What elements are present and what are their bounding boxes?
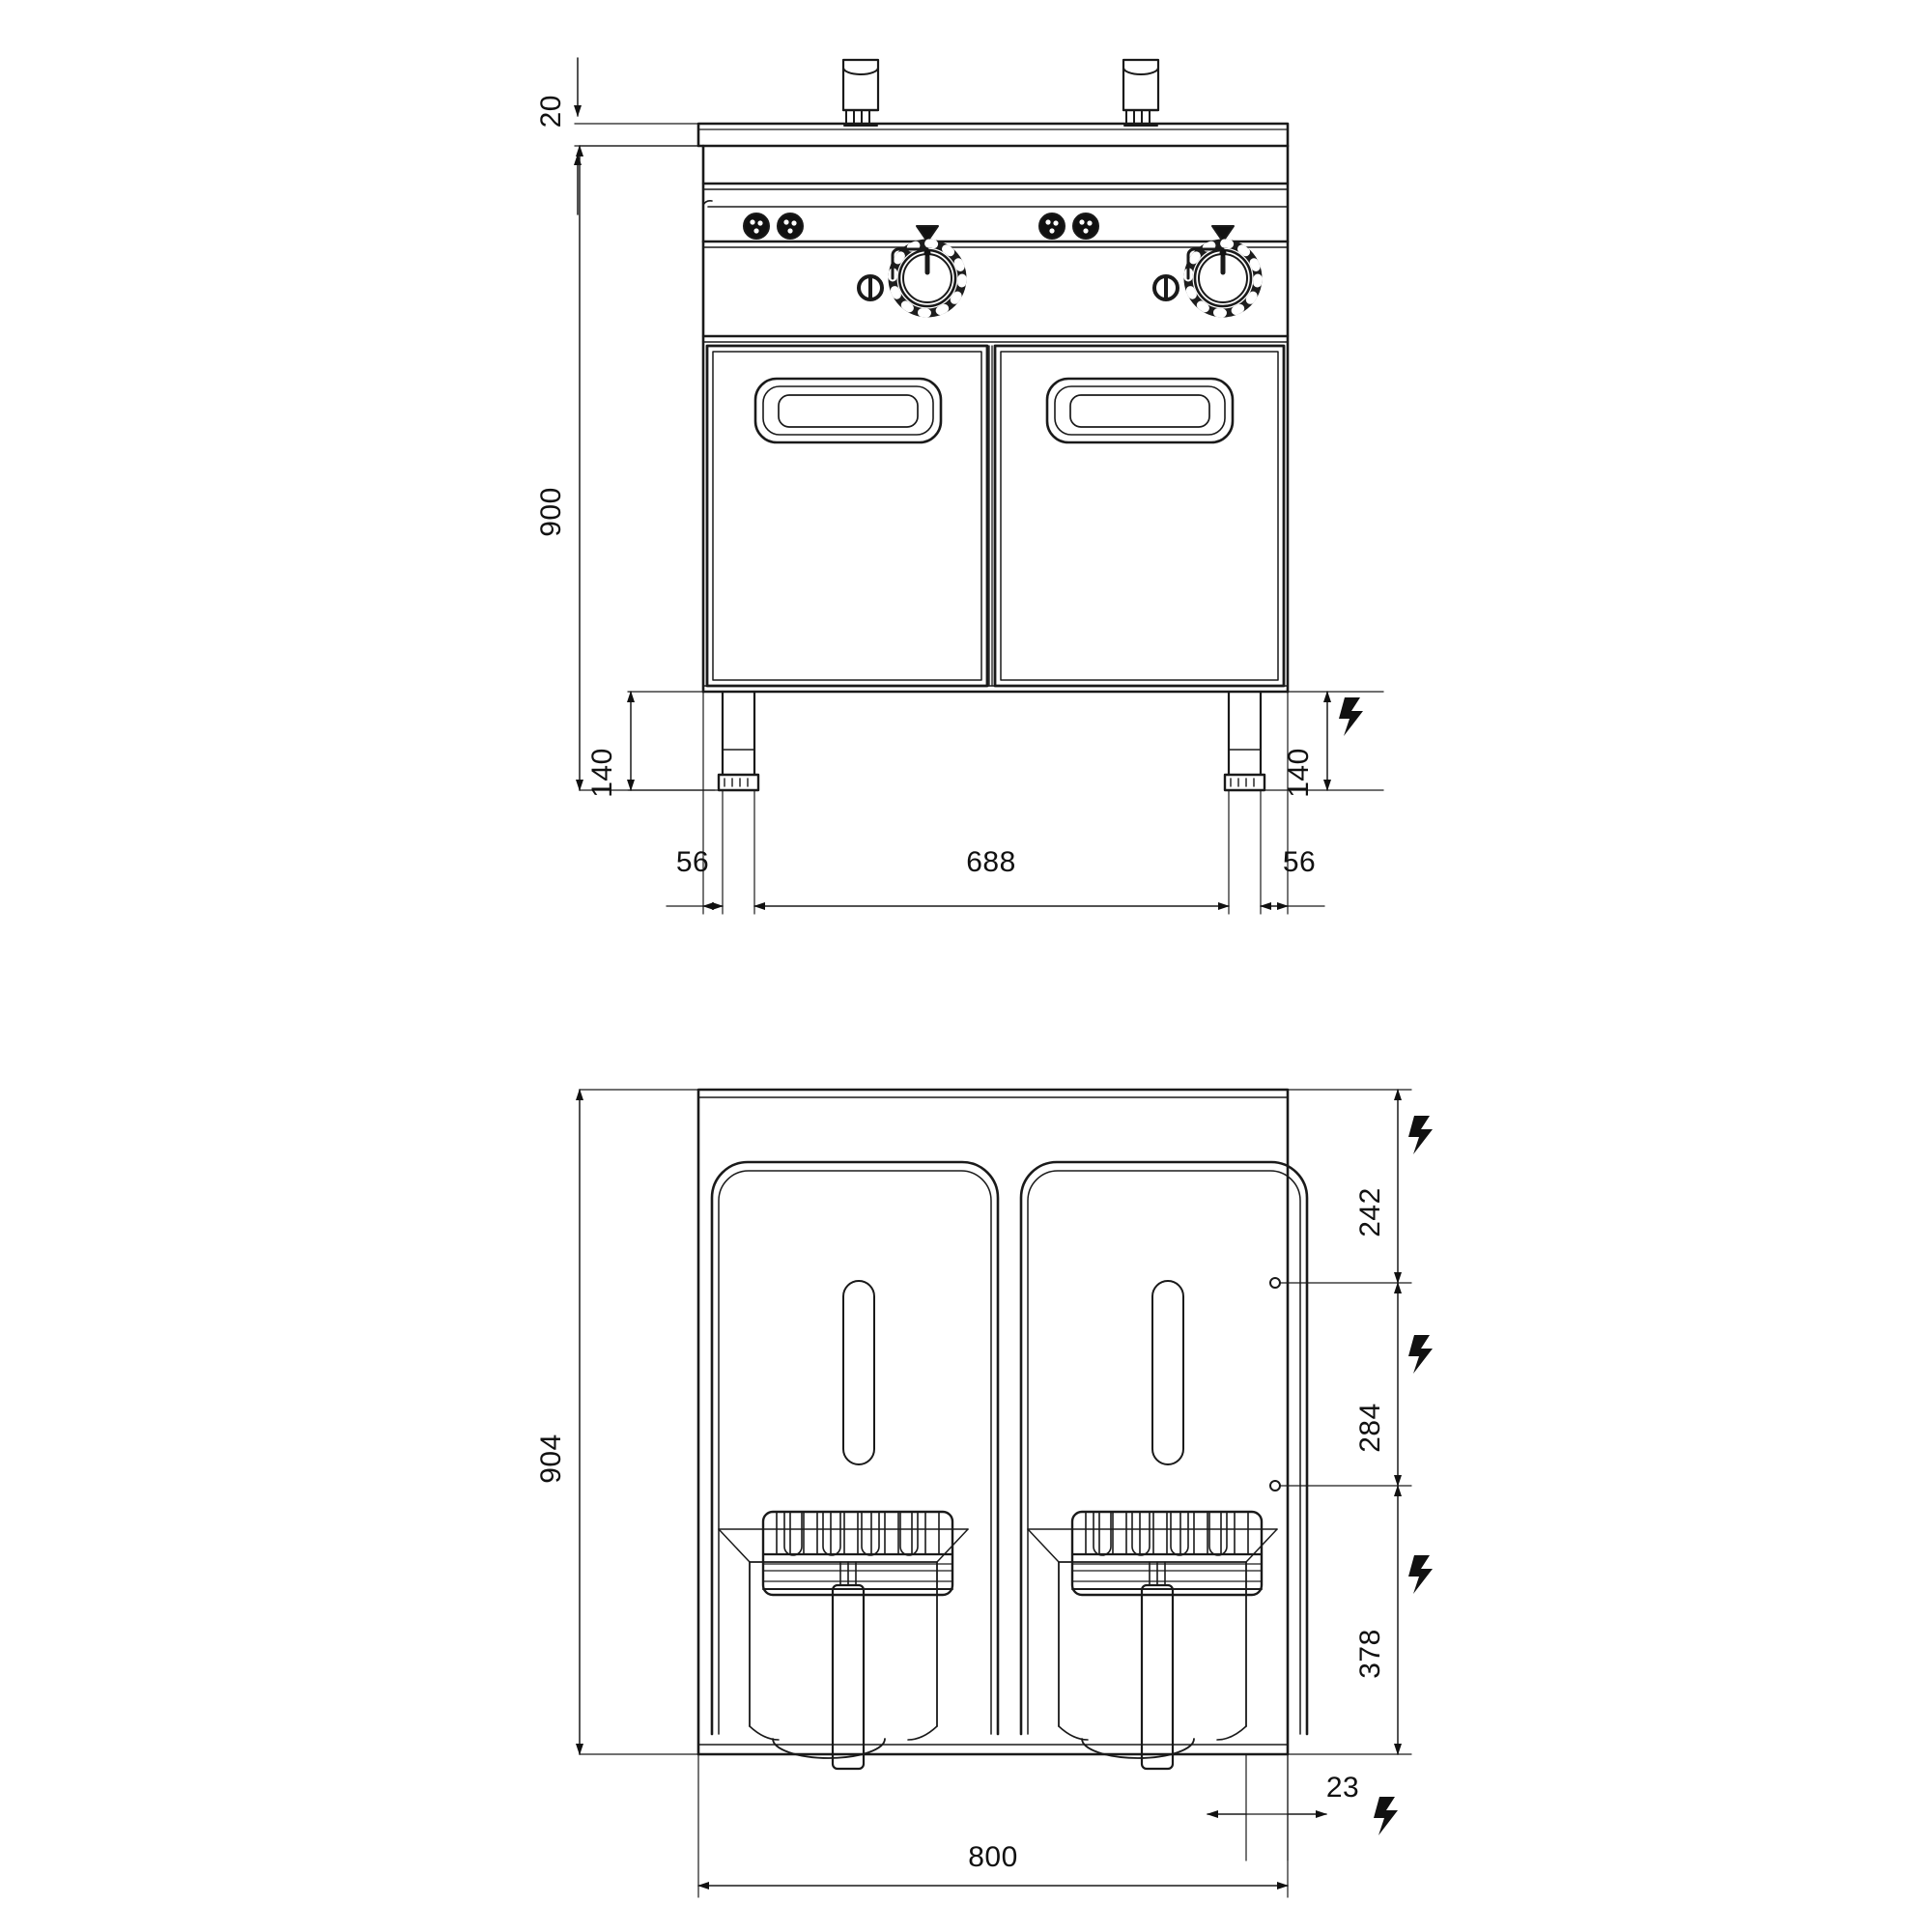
dimension-label-right-inset: 56 (1282, 846, 1317, 878)
power-symbol-left (857, 274, 884, 301)
dimension-label-overall-height: 900 (535, 487, 567, 537)
cabinet-door-right (993, 344, 1286, 688)
front-elevation-geometry (696, 58, 1290, 792)
fry-well-right (1019, 1160, 1309, 1771)
worktop (696, 122, 1290, 148)
door-handle-right (1045, 377, 1235, 444)
basket-left (761, 1510, 954, 1597)
dimension-label-overall-depth: 904 (535, 1434, 567, 1484)
indicator-light-4 (1072, 213, 1099, 240)
knob-pointer-right (1211, 225, 1235, 242)
hinge-upper (1269, 1277, 1281, 1289)
plan-view-geometry (696, 1088, 1309, 1771)
fry-well-left (710, 1160, 1000, 1771)
dimension-label-leg-spacing: 688 (966, 846, 1016, 878)
front-dimension-lines (574, 57, 1384, 915)
power-symbol-right (1152, 274, 1179, 301)
knob-pointer-left (916, 225, 939, 242)
flue-stack-left (841, 58, 880, 127)
indicator-light-1 (743, 213, 770, 240)
basket-handle-right (1140, 1561, 1175, 1771)
door-handle-left (753, 377, 943, 444)
basket-right (1070, 1510, 1264, 1597)
indicator-light-2 (777, 213, 804, 240)
dimension-label-middle-zone: 284 (1354, 1403, 1386, 1453)
thermostat-knob-left (857, 225, 967, 318)
dimension-label-front-zone: 378 (1354, 1629, 1386, 1679)
dimension-label-leg-height-right: 140 (1283, 748, 1315, 798)
cabinet-door-left (705, 344, 989, 688)
electric-bolt-icon (1408, 1116, 1433, 1154)
control-panel (701, 144, 1290, 343)
flue-stack-right (1122, 58, 1160, 127)
lid-slot-left (842, 1280, 875, 1465)
hinge-lower (1269, 1480, 1281, 1492)
dimension-label-top-thickness: 20 (535, 95, 567, 128)
electric-bolt-icon (1408, 1335, 1433, 1374)
electric-bolt-icon (1339, 697, 1363, 736)
thermostat-knob-right (1152, 225, 1263, 318)
basket-handle-left (831, 1561, 866, 1771)
dimension-label-overall-width: 800 (968, 1841, 1018, 1873)
lid-slot-right (1151, 1280, 1184, 1465)
dimension-label-left-inset: 56 (675, 846, 710, 878)
adjustable-foot-left (717, 690, 760, 792)
indicator-light-3 (1038, 213, 1065, 240)
electric-bolt-symbols (1339, 697, 1433, 1835)
dimension-label-leg-height-left: 140 (586, 748, 618, 798)
electric-bolt-icon (1374, 1797, 1398, 1835)
adjustable-foot-right (1223, 690, 1266, 792)
dimension-label-front-offset: 23 (1325, 1772, 1360, 1804)
dimension-label-rear-zone: 242 (1354, 1187, 1386, 1237)
electric-bolt-icon (1408, 1555, 1433, 1594)
plan-dimension-lines (576, 1089, 1412, 1898)
